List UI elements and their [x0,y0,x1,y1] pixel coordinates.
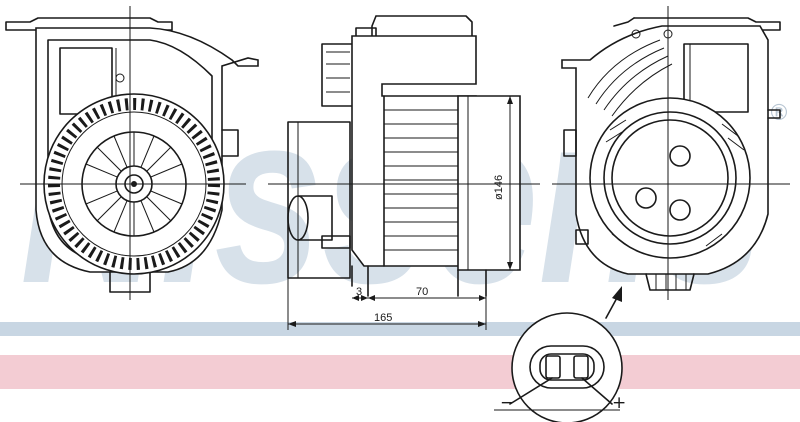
plus-label: + [612,393,626,413]
minus-label: − [500,393,514,413]
diameter-dimension: ø146 [493,175,505,200]
left-view [5,6,259,300]
pink-stripe [0,355,800,389]
middle-view: ø146 3 70 165 [268,15,540,330]
dimension-70: 70 [416,286,428,298]
dimension-3: 3 [356,286,362,298]
arrow-icon [612,286,622,302]
right-view [552,6,790,300]
dimension-165: 165 [374,312,392,324]
registered-mark: ® [768,101,790,126]
connector-detail: − + [494,286,626,422]
